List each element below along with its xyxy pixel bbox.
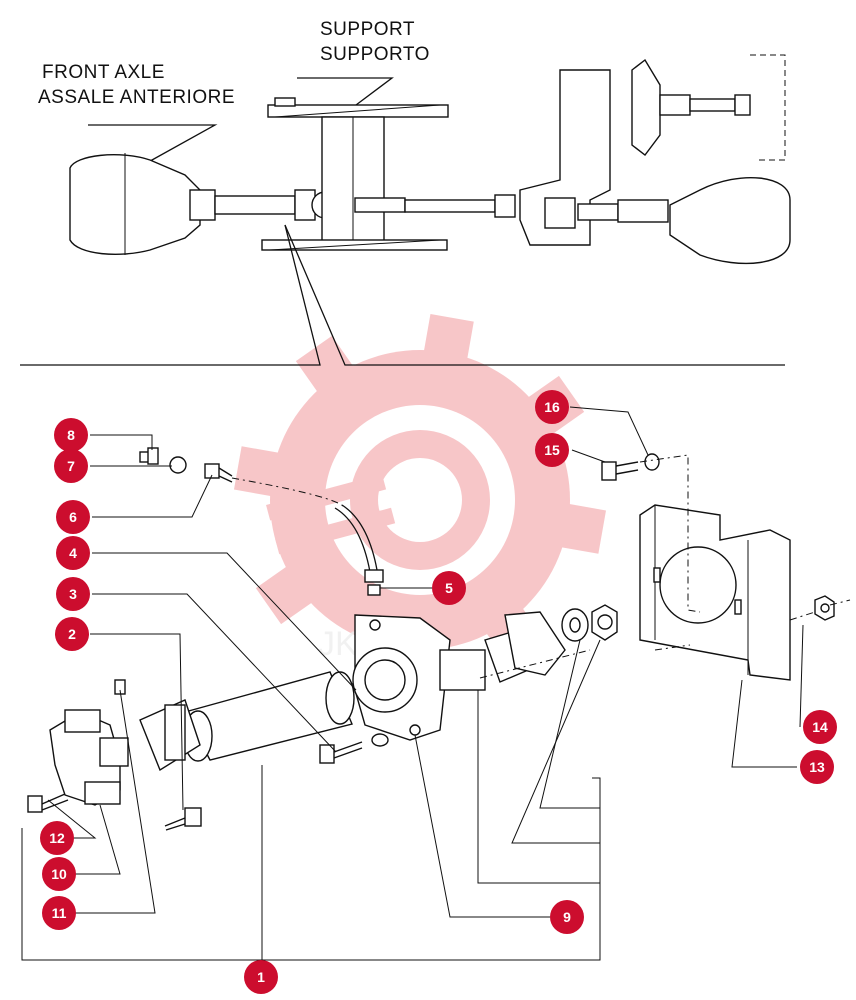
callout-4: 4 xyxy=(56,536,90,570)
svg-text:1: 1 xyxy=(257,969,265,985)
svg-text:13: 13 xyxy=(809,759,825,775)
svg-text:5: 5 xyxy=(445,580,453,596)
svg-text:9: 9 xyxy=(563,909,571,925)
centerlines xyxy=(231,454,851,679)
svg-text:7: 7 xyxy=(67,458,75,474)
callout-14: 14 xyxy=(803,710,837,744)
callout-8: 8 xyxy=(54,418,88,452)
gear-wrench-icon: JKBTR xyxy=(233,313,607,687)
svg-text:12: 12 xyxy=(49,830,65,846)
callout-12: 12 xyxy=(40,821,74,855)
callout-3: 3 xyxy=(56,577,90,611)
callout-11: 11 xyxy=(42,896,76,930)
support-label: SUPPORT xyxy=(320,19,415,40)
exploded-assembly xyxy=(27,447,835,831)
callout-5: 5 xyxy=(432,571,466,605)
support-label-it: SUPPORTO xyxy=(320,44,430,65)
svg-text:14: 14 xyxy=(812,719,828,735)
svg-text:6: 6 xyxy=(69,509,77,525)
svg-text:15: 15 xyxy=(544,442,560,458)
callout-6: 6 xyxy=(56,500,90,534)
svg-text:2: 2 xyxy=(68,626,76,642)
callout-13: 13 xyxy=(800,750,834,784)
svg-text:4: 4 xyxy=(69,545,77,561)
leader-lines xyxy=(21,406,804,961)
callout-15: 15 xyxy=(535,433,569,467)
callouts: 8 7 6 4 3 2 5 16 xyxy=(40,390,837,994)
svg-text:3: 3 xyxy=(69,586,77,602)
svg-text:11: 11 xyxy=(52,905,67,921)
callout-10: 10 xyxy=(42,857,76,891)
svg-text:8: 8 xyxy=(67,427,75,443)
callout-2: 2 xyxy=(55,617,89,651)
callout-7: 7 xyxy=(54,449,88,483)
callout-1: 1 xyxy=(244,960,278,994)
front-axle-label: FRONT AXLE xyxy=(42,62,165,83)
svg-text:10: 10 xyxy=(51,866,67,882)
callout-9: 9 xyxy=(550,900,584,934)
front-axle-label-it: ASSALE ANTERIORE xyxy=(38,87,235,108)
callout-16: 16 xyxy=(535,390,569,424)
svg-text:16: 16 xyxy=(544,399,560,415)
vehicle-overview: SUPPORT SUPPORTO FRONT AXLE ASSALE ANTER… xyxy=(20,19,791,366)
